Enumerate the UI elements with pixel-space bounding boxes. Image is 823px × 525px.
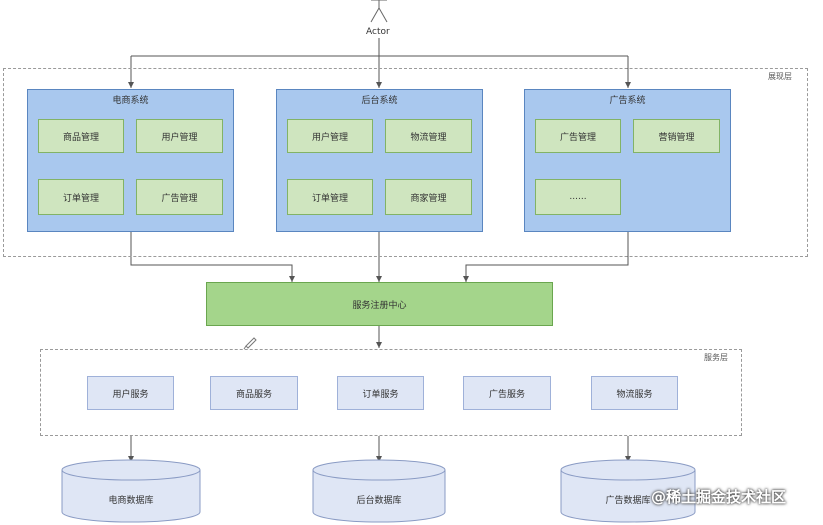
module-ad-management[interactable]: 广告管理 bbox=[136, 179, 223, 215]
module-product-management[interactable]: 商品管理 bbox=[38, 119, 124, 153]
service-layer-label: 服务层 bbox=[704, 353, 728, 362]
actor-icon bbox=[370, 0, 388, 23]
arrow-ads-to-registry bbox=[463, 232, 629, 282]
system-ads[interactable]: 广告系统 广告管理 营销管理 ...... bbox=[524, 89, 731, 232]
database-ads-label: 广告数据库 bbox=[605, 496, 651, 506]
module-ad-management[interactable]: 广告管理 bbox=[535, 119, 621, 153]
module-marketing-management[interactable]: 营销管理 bbox=[633, 119, 720, 153]
module-more-placeholder[interactable]: ...... bbox=[535, 179, 621, 215]
service-ads[interactable]: 广告服务 bbox=[463, 376, 551, 410]
system-ecommerce-title: 电商系统 bbox=[112, 96, 149, 106]
database-ecommerce-label: 电商数据库 bbox=[108, 496, 154, 506]
database-backend-label: 后台数据库 bbox=[356, 496, 402, 506]
module-logistics-management[interactable]: 物流管理 bbox=[385, 119, 472, 153]
system-ads-title: 广告系统 bbox=[609, 96, 646, 106]
database-cylinder-backend bbox=[312, 459, 446, 523]
module-user-management[interactable]: 用户管理 bbox=[287, 119, 373, 153]
actor-label: Actor bbox=[366, 27, 390, 37]
service-product[interactable]: 商品服务 bbox=[210, 376, 298, 410]
module-order-management[interactable]: 订单管理 bbox=[287, 179, 373, 215]
service-layer bbox=[40, 349, 742, 436]
arrow-ecommerce-to-registry bbox=[130, 232, 295, 282]
system-backend-title: 后台系统 bbox=[361, 96, 398, 106]
service-logistics[interactable]: 物流服务 bbox=[591, 376, 678, 410]
module-order-management[interactable]: 订单管理 bbox=[38, 179, 124, 215]
database-cylinder-ecommerce bbox=[61, 459, 201, 523]
database-cylinder-ads bbox=[560, 459, 696, 523]
module-merchant-management[interactable]: 商家管理 bbox=[385, 179, 472, 215]
system-ecommerce[interactable]: 电商系统 商品管理 用户管理 订单管理 广告管理 bbox=[27, 89, 234, 232]
service-order[interactable]: 订单服务 bbox=[337, 376, 424, 410]
service-user[interactable]: 用户服务 bbox=[87, 376, 174, 410]
service-registry[interactable]: 服务注册中心 bbox=[206, 282, 553, 326]
presentation-layer bbox=[3, 68, 808, 257]
module-user-management[interactable]: 用户管理 bbox=[136, 119, 223, 153]
system-backend[interactable]: 后台系统 用户管理 物流管理 订单管理 商家管理 bbox=[276, 89, 483, 232]
presentation-layer-label: 展现层 bbox=[768, 72, 792, 81]
pencil-icon bbox=[243, 337, 257, 350]
watermark: @稀土掘金技术社区 bbox=[651, 488, 787, 506]
